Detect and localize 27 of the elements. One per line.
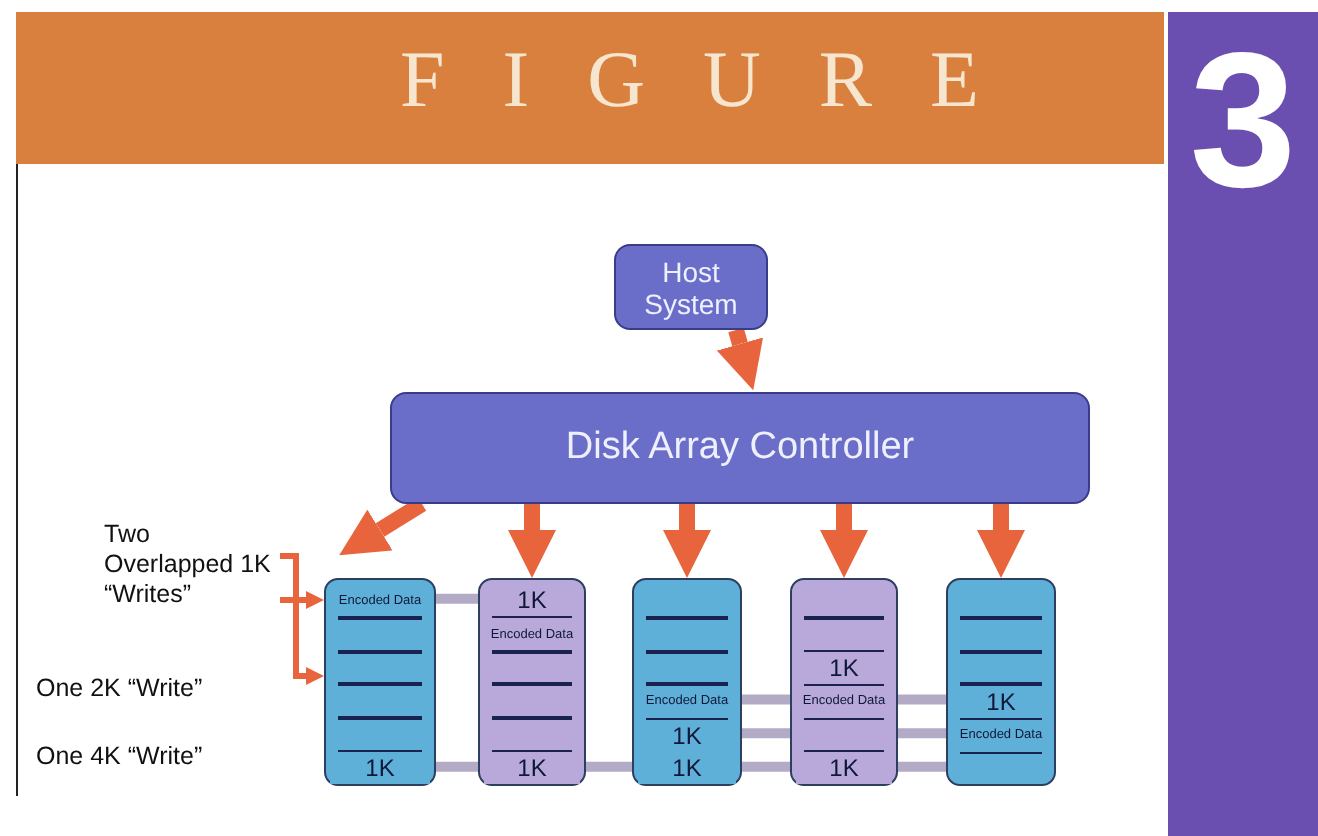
connector-bar <box>436 761 478 772</box>
arrow <box>663 504 711 578</box>
row-label: One 2K “Write” <box>36 674 203 702</box>
arrow <box>977 504 1025 578</box>
connector-bar <box>742 761 790 772</box>
connector-bar <box>898 694 946 705</box>
connector-bar <box>898 761 946 772</box>
arrow <box>716 327 764 391</box>
annotation-text: Two Overlapped 1K “Writes” <box>104 520 280 616</box>
connector-bar <box>742 728 790 739</box>
block-label: 1K <box>638 752 736 785</box>
figure-number: 3 <box>1168 12 1318 836</box>
arrow <box>508 504 556 578</box>
block-label: 1K <box>330 752 430 785</box>
arrow <box>280 553 324 609</box>
block-label: 1K <box>796 752 892 785</box>
block-label: 1K <box>484 752 580 785</box>
host-box: Host System <box>614 244 768 330</box>
arrow <box>820 504 868 578</box>
connector-bar <box>742 694 790 705</box>
title: FIGURE <box>400 32 1037 126</box>
connector-bar <box>436 593 478 604</box>
arrow <box>280 597 324 685</box>
connector-bar <box>898 728 946 739</box>
connector-bar <box>586 761 632 772</box>
controller-box: Disk Array Controller <box>390 392 1090 504</box>
row-label: One 4K “Write” <box>36 742 203 770</box>
